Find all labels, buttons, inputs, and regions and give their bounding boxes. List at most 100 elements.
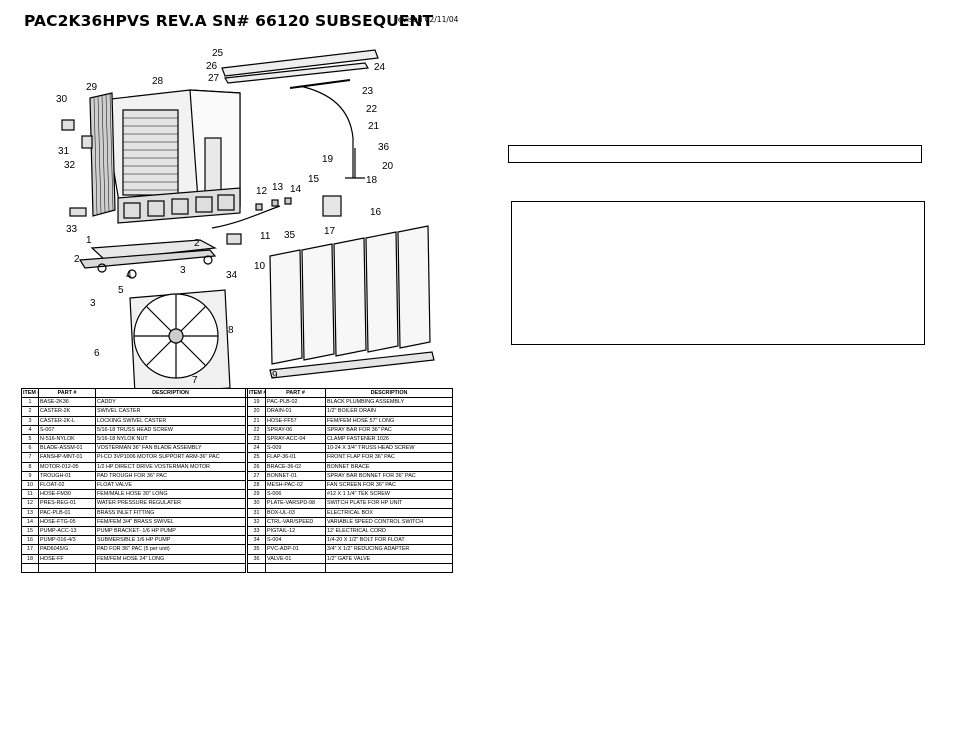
table-cell (21, 562, 39, 573)
callout: 33 (66, 224, 78, 235)
notes-box (511, 201, 925, 345)
table-cell: SPRAY BAR BONNET FOR 36" PAC (325, 470, 453, 482)
table-cell: LOCKING SWIVEL CASTER (95, 415, 246, 426)
table-cell: 15 (21, 526, 39, 537)
table-cell: BRASS INLET FITTING (95, 507, 246, 518)
table-cell: FEM/FEM HOSE 24" LONG (95, 553, 246, 564)
table-cell: 17 (21, 544, 39, 555)
table-cell: SPRAY-ACC-04 (265, 434, 326, 445)
callout: 9 (272, 370, 278, 381)
table-cell: SWITCH PLATE FOR HP UNIT (325, 498, 453, 509)
callout: 7 (192, 375, 198, 386)
callout: 2 (194, 238, 200, 249)
callout: 23 (362, 86, 374, 97)
table-cell: S-004 (265, 535, 326, 546)
callout: 21 (368, 121, 380, 132)
table-cell: FANSHP-MNT-01 (38, 452, 96, 463)
table-cell: HOSE-FF57 (265, 415, 326, 426)
table-cell: 29 (247, 489, 266, 500)
table-cell: MESH-PAC-02 (265, 480, 326, 491)
table-cell: N-516-NYLOK (38, 434, 96, 445)
table-cell: BLADE-ASSM-01 (38, 443, 96, 454)
table-cell: 36 (247, 553, 266, 564)
table-cell: 12 (21, 498, 39, 509)
table-row-empty (21, 562, 453, 573)
table-cell (95, 562, 246, 573)
table-cell: 20 (247, 406, 266, 417)
cooling-pads-drawing (269, 225, 431, 365)
callout: 10 (254, 261, 266, 272)
table-cell: PVC-ADP-01 (265, 544, 326, 555)
table-cell: PRES-REG-01 (38, 498, 96, 509)
table-cell: 5 (21, 434, 39, 445)
part-callouts: 30 28 29 31 32 27 26 25 24 23 22 21 36 1… (56, 48, 394, 386)
column-header: DESCRIPTION (95, 387, 246, 399)
table-cell: CTRL-VAR/SPEED (265, 516, 326, 528)
table-cell: PAD6045/G (38, 544, 96, 555)
callout: 17 (324, 226, 336, 237)
table-cell: CASTER-2K (38, 406, 96, 417)
table-cell: 24 (247, 443, 266, 454)
table-cell: BONNET-01 (265, 470, 326, 482)
callout: 34 (226, 270, 238, 281)
callout: 6 (94, 348, 100, 359)
callout: 4 (126, 270, 132, 281)
table-cell: 14 (21, 516, 39, 528)
table-cell: 12' ELECTRICAL CORD (325, 526, 453, 537)
callout: 32 (64, 160, 76, 171)
table-cell: 22 (247, 424, 266, 436)
page-title: PAC2K36HPVS REV.A SN# 66120 SUBSEQUENT (24, 12, 434, 30)
table-cell: SPRAY BAR FOR 36" PAC (325, 424, 453, 436)
caddy-base-drawing (78, 239, 217, 279)
callout: 5 (118, 285, 124, 296)
callout: 22 (366, 104, 378, 115)
callout: 1 (86, 235, 92, 246)
table-cell: BOX-UL-03 (265, 507, 326, 518)
table-cell: 34 (247, 535, 266, 546)
table-cell: 26 (247, 461, 266, 472)
table-cell: PAC-PLB-01 (38, 507, 96, 518)
column-header: ITEM # (21, 387, 39, 399)
table-cell: 8 (21, 461, 39, 472)
parts-table-container: ITEM # PART # DESCRIPTION ITEM # PART # … (21, 387, 453, 573)
column-header: PART # (38, 387, 96, 399)
table-cell: FLOAT-02 (38, 480, 96, 491)
table-cell: 27 (247, 470, 266, 482)
table-cell (38, 562, 96, 573)
table-cell: 11 (21, 489, 39, 500)
callout: 3 (90, 298, 96, 309)
table-cell: FRONT FLAP FOR 36" PAC (325, 452, 453, 463)
table-cell: 35 (247, 544, 266, 555)
table-cell: SWIVEL CASTER (95, 406, 246, 417)
table-cell: ELECTRICAL BOX (325, 507, 453, 518)
table-cell: PAC-PLB-02 (265, 397, 326, 408)
table-cell: CASTER-2K-L (38, 415, 96, 426)
table-cell: S-006 (265, 489, 326, 500)
column-header: PART # (265, 387, 326, 399)
table-cell: 28 (247, 480, 266, 491)
table-cell: FAN SCREEN FOR 36" PAC (325, 480, 453, 491)
callout: 31 (58, 146, 70, 157)
table-cell: CLAMP FASTENER 1026 (325, 434, 453, 445)
table-cell: 18 (21, 553, 39, 564)
callout: 13 (272, 182, 284, 193)
callout: 3 (180, 265, 186, 276)
table-cell: FEM/FEM 3/4" BRASS SWIVEL (95, 516, 246, 528)
exploded-diagram: 30 28 29 31 32 27 26 25 24 23 22 21 36 1… (56, 48, 435, 388)
table-cell: PLATE-VARSPD-98 (265, 498, 326, 509)
table-cell: FLOAT VALVE (95, 480, 246, 491)
table-cell: FEM/FEM HOSE 57" LONG (325, 415, 453, 426)
table-cell: PUMP-ACC-13 (38, 526, 96, 537)
